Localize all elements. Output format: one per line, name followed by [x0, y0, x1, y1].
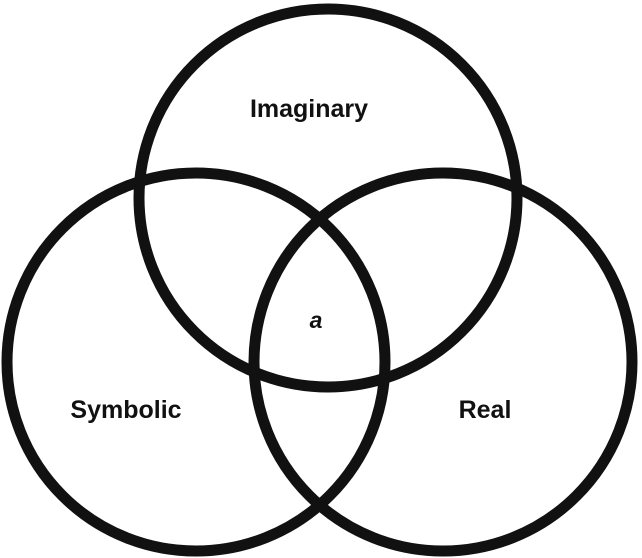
real-label: Real: [459, 396, 512, 424]
imaginary-label: Imaginary: [250, 95, 368, 123]
symbolic-circle: [1, 167, 391, 557]
symbolic-label: Symbolic: [70, 396, 181, 424]
imaginary-circle: [133, 3, 523, 393]
center-label: a: [310, 307, 323, 333]
real-circle: [248, 167, 638, 557]
